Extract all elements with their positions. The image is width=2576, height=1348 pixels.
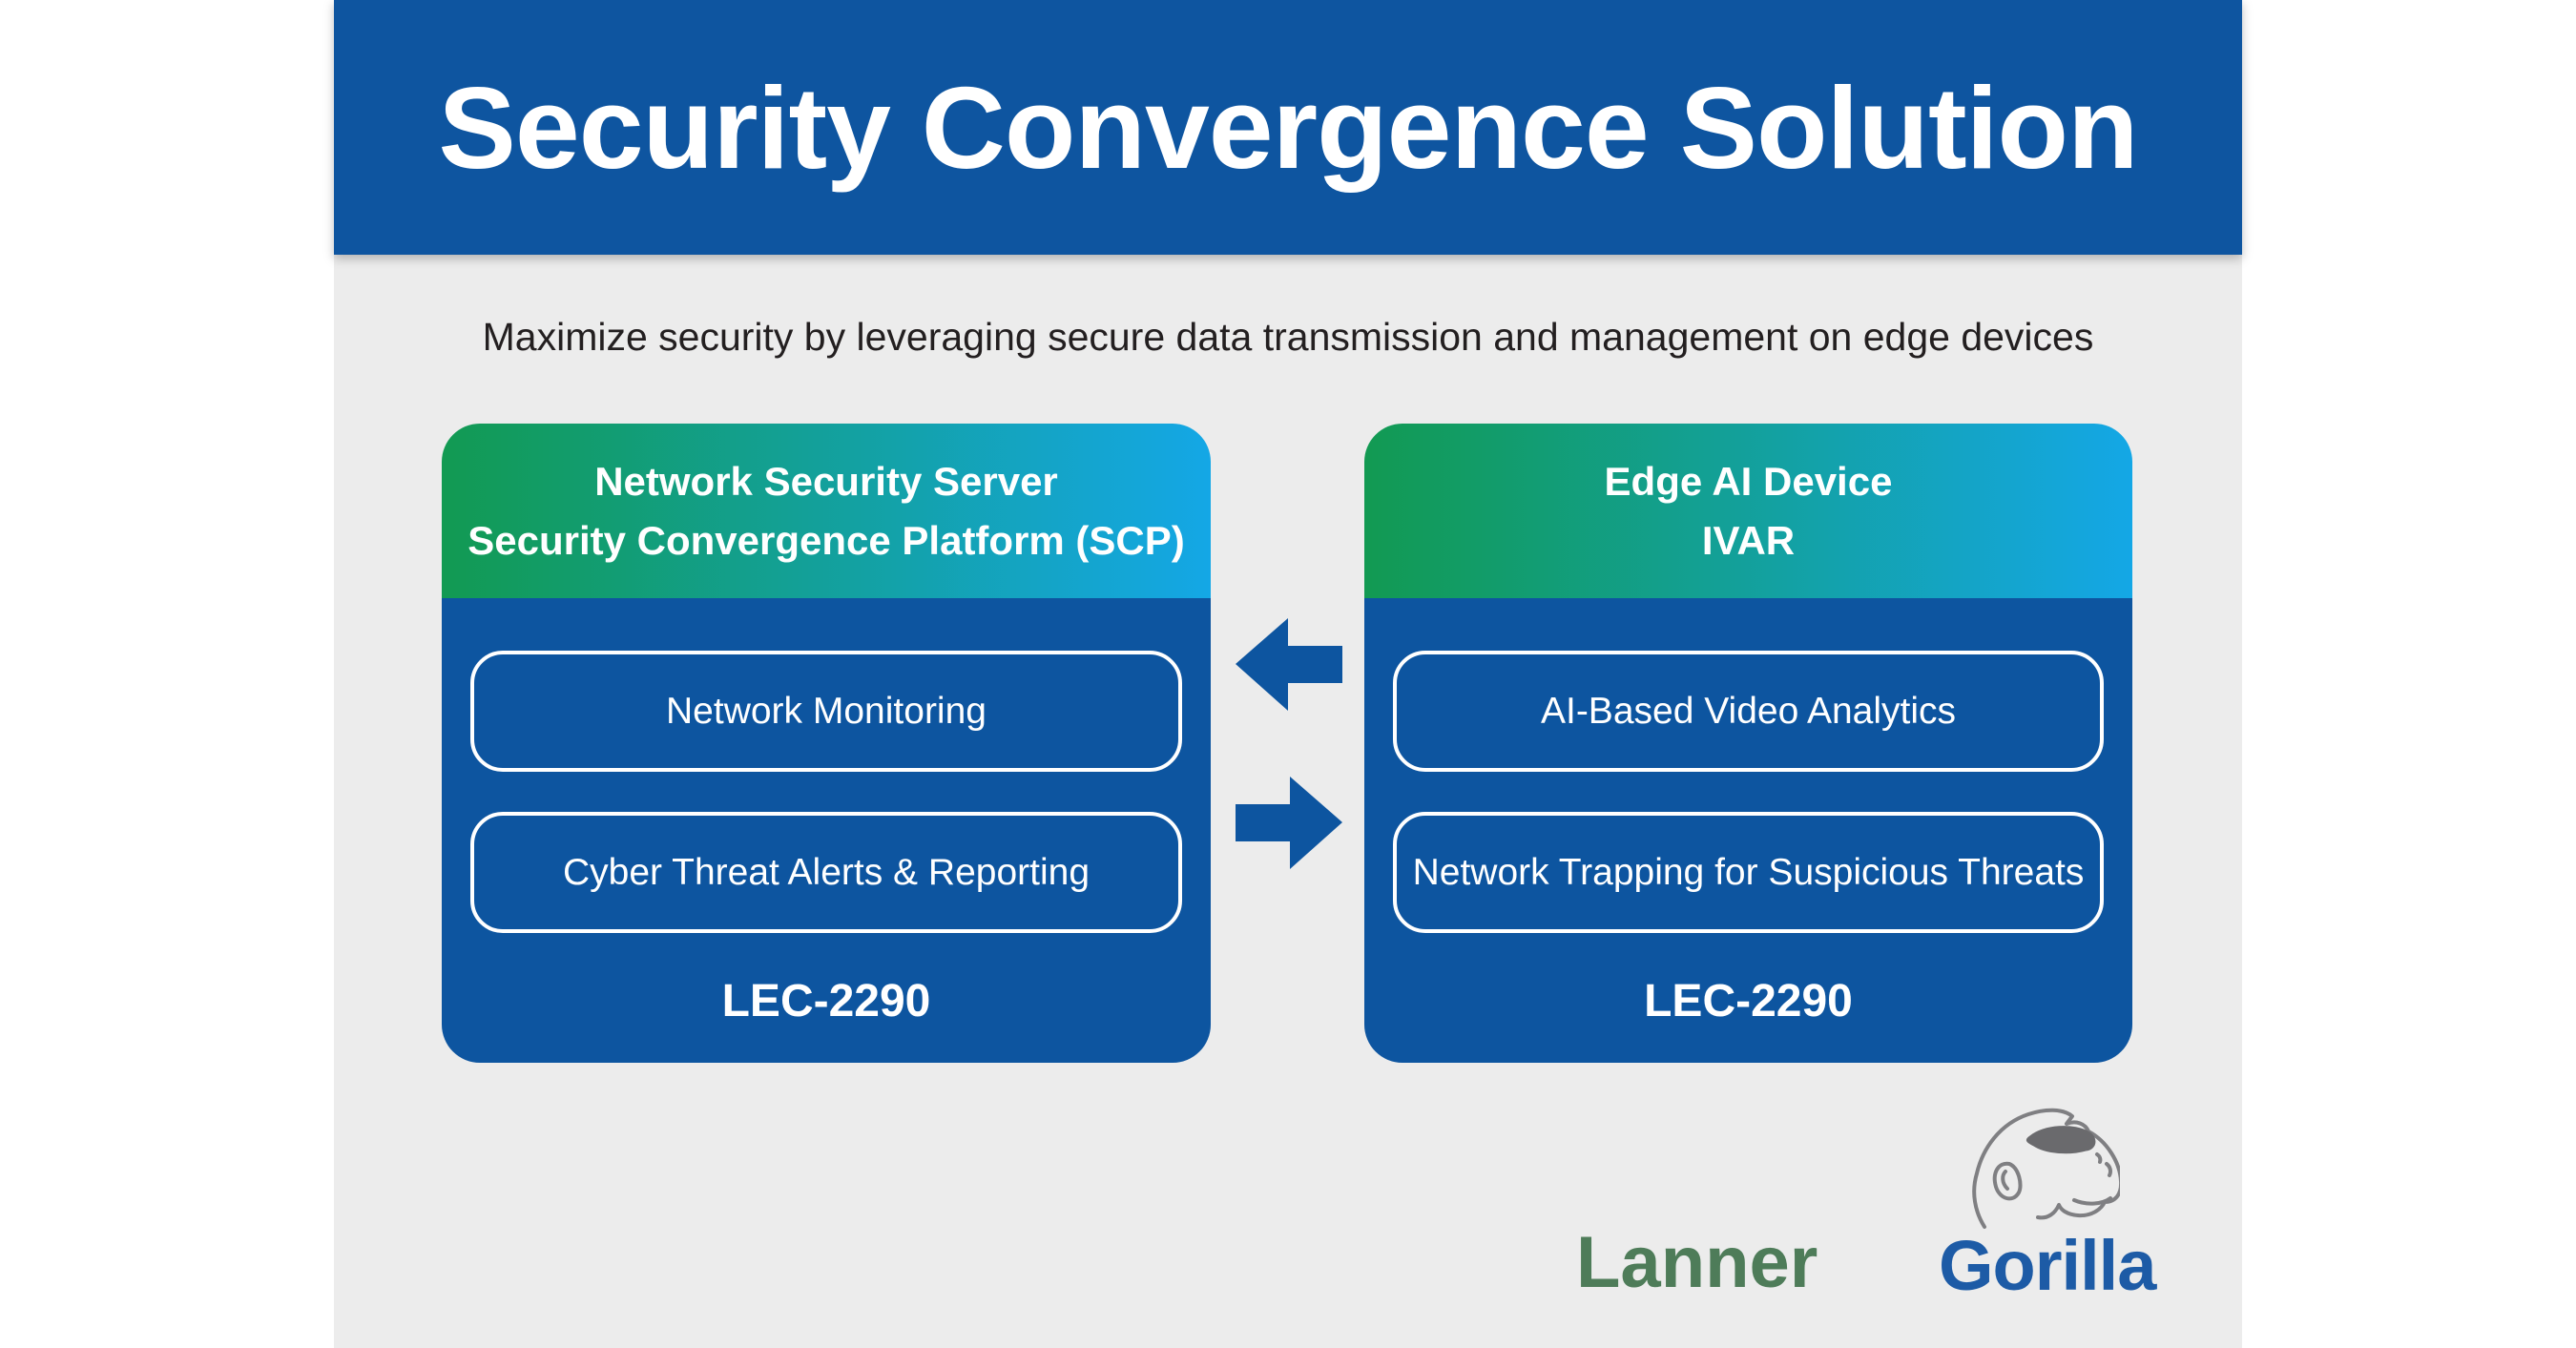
gorilla-logo: Gorilla <box>1939 1226 2156 1305</box>
left-box-header-line1: Network Security Server <box>594 458 1058 504</box>
network-security-server-box: Network Security Server Security Converg… <box>442 424 1211 1063</box>
right-model-label: LEC-2290 <box>1644 976 1853 1027</box>
right-box-body: AI-Based Video Analytics Network Trappin… <box>1364 598 2132 1063</box>
title-banner: Security Convergence Solution <box>334 0 2242 255</box>
gorilla-head-icon <box>1972 1108 2120 1229</box>
right-box-header-line2: IVAR <box>1701 517 1796 563</box>
subtitle: Maximize security by leveraging secure d… <box>482 315 2094 359</box>
arrow-left-icon <box>1236 618 1342 711</box>
left-feature-pill-cyber-threat-alerts: Cyber Threat Alerts & Reporting <box>470 812 1182 933</box>
left-box-header-line2: Security Convergence Platform (SCP) <box>467 517 1185 563</box>
lanner-logo: Lanner <box>1576 1222 1818 1303</box>
left-box-body: Network Monitoring Cyber Threat Alerts &… <box>442 598 1211 1063</box>
right-box-header: Edge AI Device IVAR <box>1364 424 2132 598</box>
right-feature-pill-network-trapping: Network Trapping for Suspicious Threats <box>1393 812 2104 933</box>
arrow-right-icon <box>1236 777 1342 869</box>
left-feature-pill-network-monitoring: Network Monitoring <box>470 651 1182 772</box>
page-title: Security Convergence Solution <box>438 62 2138 193</box>
left-box-header: Network Security Server Security Converg… <box>442 424 1211 598</box>
left-model-label: LEC-2290 <box>721 976 931 1027</box>
right-feature-pill-video-analytics: AI-Based Video Analytics <box>1393 651 2104 772</box>
edge-ai-device-box: Edge AI Device IVAR AI-Based Video Analy… <box>1364 424 2132 1063</box>
right-box-header-line1: Edge AI Device <box>1604 458 1893 504</box>
